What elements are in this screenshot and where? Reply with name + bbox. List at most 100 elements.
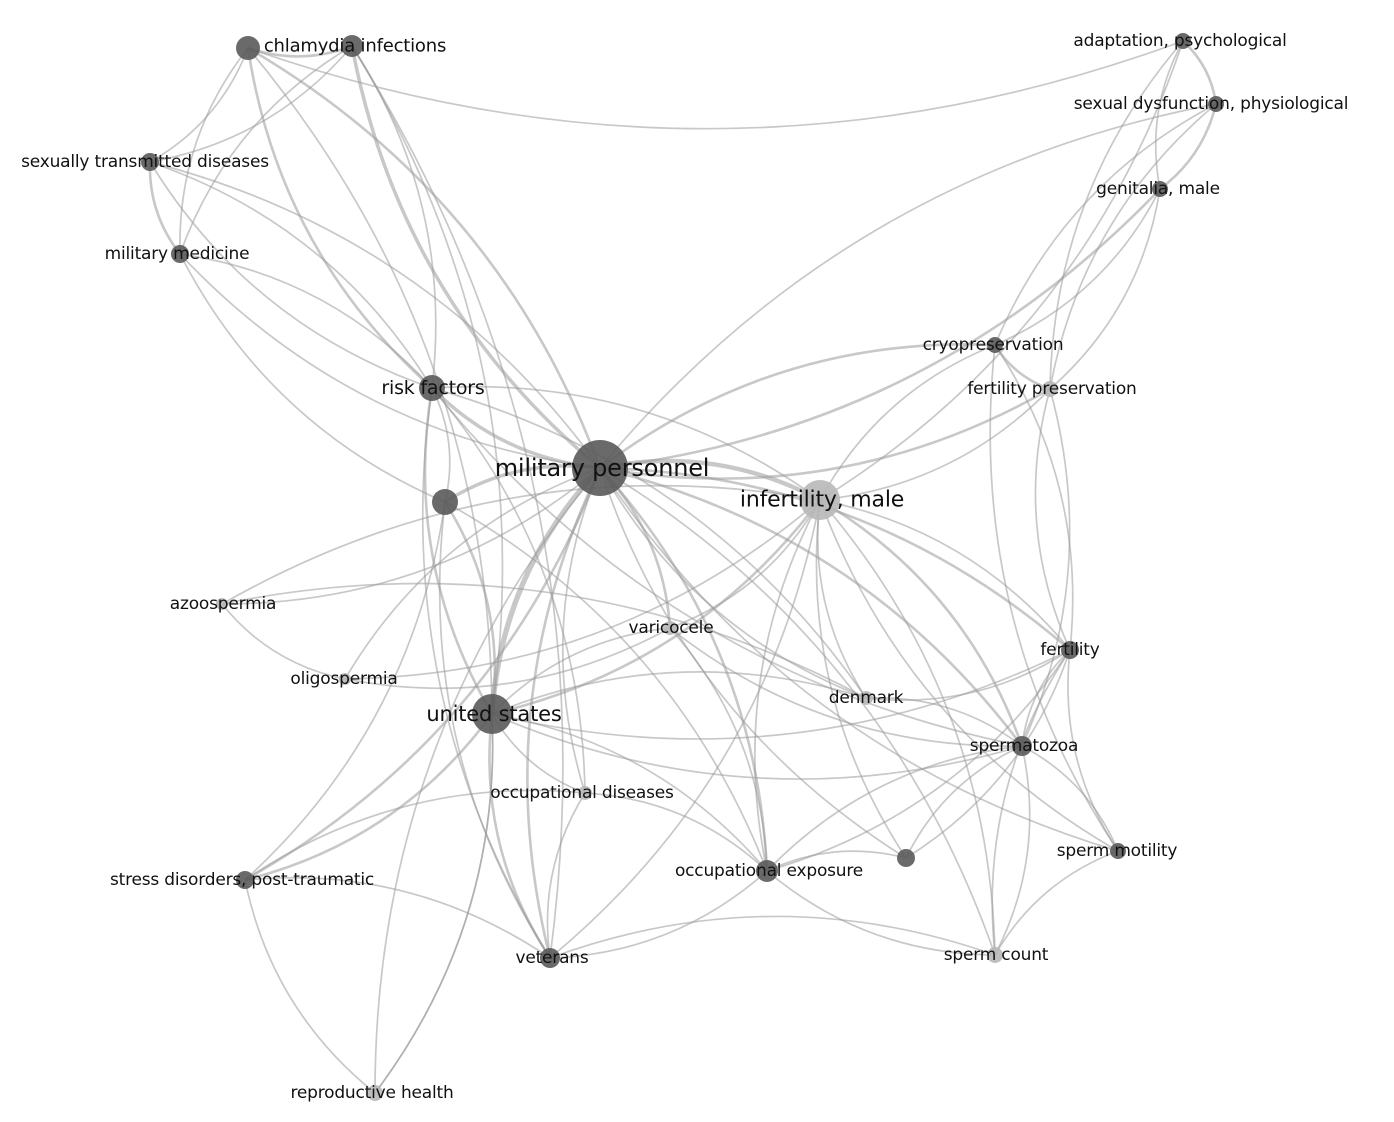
network-node[interactable] <box>1208 96 1224 112</box>
network-node[interactable] <box>419 375 445 401</box>
node-label[interactable]: denmark <box>828 688 904 708</box>
network-node[interactable] <box>1152 181 1168 197</box>
edge-link <box>549 915 996 959</box>
network-node[interactable] <box>1042 381 1058 397</box>
edge-link <box>351 45 504 715</box>
network-node[interactable] <box>859 691 873 705</box>
network-node[interactable] <box>171 245 189 263</box>
node-label[interactable]: azoospermia <box>169 594 277 614</box>
edge-link <box>561 467 601 794</box>
network-node[interactable] <box>987 947 1003 963</box>
edge-link <box>526 467 602 959</box>
edge-link <box>247 46 602 469</box>
network-node[interactable] <box>1175 33 1191 49</box>
network-node[interactable] <box>141 153 159 171</box>
edge-link <box>599 103 1217 469</box>
network-node[interactable] <box>540 948 560 968</box>
edge-link <box>599 343 996 470</box>
edge-link <box>546 792 586 959</box>
edge-link <box>754 499 821 872</box>
network-node[interactable] <box>800 480 840 520</box>
edge-link <box>1049 40 1184 390</box>
edge-link <box>149 161 433 389</box>
edge-link <box>247 47 493 715</box>
edge-link <box>431 385 821 501</box>
network-node[interactable] <box>236 36 260 60</box>
edge-link <box>549 499 821 959</box>
edge-link <box>865 649 1071 702</box>
network-node[interactable] <box>897 849 915 867</box>
node-label[interactable]: sexually transmitted diseases <box>21 152 269 172</box>
network-node[interactable] <box>432 489 458 515</box>
edge-link <box>819 498 1024 747</box>
network-node[interactable] <box>1012 736 1032 756</box>
node-label[interactable]: veterans <box>515 948 589 968</box>
edge-link <box>491 627 671 715</box>
edge-link <box>344 499 821 680</box>
network-node[interactable] <box>1061 641 1079 659</box>
node-label[interactable]: infertility, male <box>739 487 905 513</box>
edge-link <box>599 467 996 956</box>
node-label[interactable]: fertility <box>1040 640 1100 660</box>
node-label[interactable]: stress disorders, post-traumatic <box>109 870 375 890</box>
edge-link <box>1049 188 1161 390</box>
node-label[interactable]: risk factors <box>381 377 485 399</box>
network-node[interactable] <box>572 440 628 496</box>
node-label[interactable]: varicocele <box>628 618 714 638</box>
network-node[interactable] <box>756 860 778 882</box>
edge-link <box>766 850 907 872</box>
network-node[interactable] <box>367 1085 383 1101</box>
network-node[interactable] <box>472 694 512 734</box>
edge-link <box>819 40 1184 501</box>
node-label[interactable]: oligospermia <box>290 669 398 689</box>
edge-link <box>819 499 1119 852</box>
edge-link <box>244 879 376 1094</box>
network-node[interactable] <box>987 337 1003 353</box>
edge-link <box>491 713 1023 780</box>
network-node[interactable] <box>578 786 592 800</box>
edge-link <box>491 649 1071 740</box>
edge-link <box>766 745 1023 872</box>
network-node[interactable] <box>216 598 228 610</box>
network-node[interactable] <box>339 673 351 685</box>
node-label[interactable]: fertility preservation <box>967 379 1137 399</box>
edge-link <box>149 45 353 163</box>
node-label[interactable]: spermatozoa <box>969 736 1079 756</box>
edge-link <box>1034 388 1071 651</box>
edge-link <box>819 388 1051 501</box>
node-label[interactable]: cryopreservation <box>922 335 1064 355</box>
edge-link <box>816 499 867 699</box>
edge-link <box>179 45 353 255</box>
edge-link <box>994 103 1217 346</box>
node-label[interactable]: occupational exposure <box>674 861 864 881</box>
node-label[interactable]: occupational diseases <box>490 783 674 803</box>
network-node[interactable] <box>663 621 677 635</box>
edge-link <box>599 188 1161 470</box>
edge-link <box>491 671 867 715</box>
node-label[interactable]: united states <box>426 702 562 726</box>
node-label[interactable]: sexual dysfunction, physiological <box>1073 94 1349 114</box>
node-label[interactable]: military medicine <box>104 244 250 264</box>
edge-link <box>444 501 768 872</box>
node-label[interactable]: sperm count <box>943 945 1049 965</box>
network-node[interactable] <box>341 35 363 57</box>
network-node[interactable] <box>236 871 254 889</box>
edge-link <box>179 47 249 255</box>
edge-link <box>994 850 1119 956</box>
node-label[interactable]: reproductive health <box>290 1083 454 1103</box>
edge-link <box>179 253 433 389</box>
edge-link <box>431 387 1023 747</box>
node-label[interactable]: chlamydia infections <box>263 35 447 57</box>
node-label[interactable]: genitalia, male <box>1096 179 1220 199</box>
node-label[interactable]: sperm motility <box>1056 841 1178 861</box>
edge-link <box>599 387 1051 480</box>
edge-link <box>819 344 996 501</box>
node-label[interactable]: military personnel <box>494 454 710 482</box>
edge-link <box>599 466 1071 651</box>
node-label[interactable]: adaptation, psychological <box>1073 31 1287 51</box>
edge-link <box>669 499 821 629</box>
network-node[interactable] <box>1110 843 1126 859</box>
edge-link <box>1021 388 1071 747</box>
